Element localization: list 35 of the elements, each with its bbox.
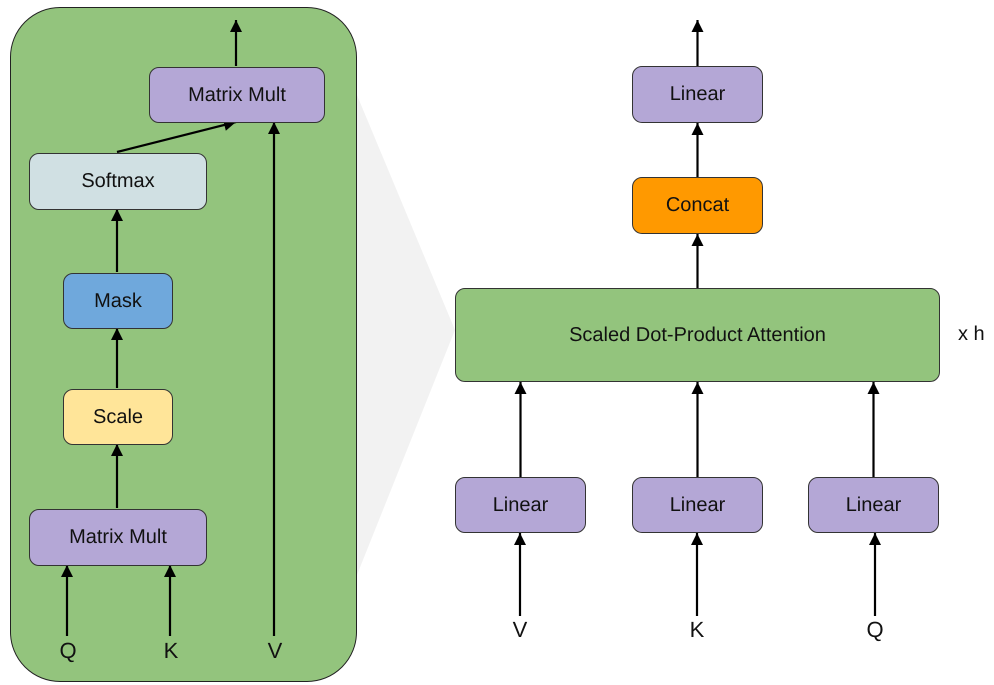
input-label: K — [685, 616, 709, 644]
arrow — [514, 382, 526, 477]
input-label: K — [159, 637, 183, 665]
process-box: Matrix Mult — [149, 67, 325, 123]
arrow — [692, 382, 704, 477]
arrow — [164, 565, 176, 636]
process-box: Linear — [455, 477, 586, 533]
repeat-label: x h — [958, 323, 985, 346]
process-box: Softmax — [29, 153, 207, 210]
arrow — [111, 444, 123, 508]
input-label: Q — [863, 616, 887, 644]
process-box: Linear — [632, 477, 763, 533]
arrow — [869, 533, 881, 616]
arrow — [692, 234, 704, 288]
process-box: Scaled Dot-Product Attention — [455, 288, 940, 382]
process-box: Linear — [632, 66, 763, 123]
input-label: V — [263, 637, 287, 665]
input-label: V — [508, 616, 532, 644]
process-box: Concat — [632, 177, 763, 234]
process-box: Linear — [808, 477, 939, 533]
arrow — [230, 20, 242, 66]
arrow — [692, 20, 704, 66]
process-box: Matrix Mult — [29, 509, 207, 566]
zoom-panel — [10, 7, 357, 682]
process-box: Mask — [63, 273, 173, 329]
arrow — [691, 533, 703, 616]
input-label: Q — [56, 637, 80, 665]
arrow — [268, 122, 280, 636]
arrow — [868, 382, 880, 477]
arrow — [514, 533, 526, 616]
process-box: Scale — [63, 389, 173, 445]
arrow — [692, 123, 704, 177]
arrow — [111, 209, 123, 272]
arrow — [61, 565, 73, 636]
arrow — [111, 328, 123, 388]
